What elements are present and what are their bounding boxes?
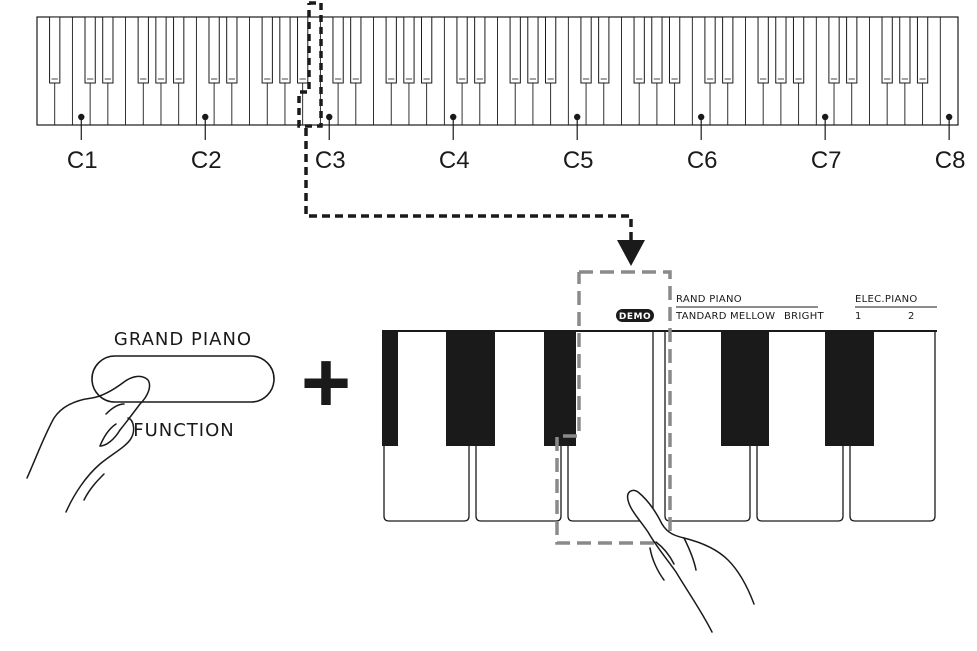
black-key[interactable]: [916, 16, 929, 84]
black-key[interactable]: [226, 16, 238, 84]
black-key[interactable]: [668, 16, 681, 84]
black-key[interactable]: [102, 16, 114, 84]
black-key[interactable]: [49, 16, 61, 84]
grand-piano-label: GRAND PIANO: [114, 329, 252, 350]
black-key[interactable]: [704, 16, 716, 84]
black-key[interactable]: [580, 16, 592, 84]
zoom-black-keys: [382, 331, 874, 446]
c3-selection-box: [297, 1, 323, 128]
zoom-black-key[interactable]: [446, 331, 495, 446]
note-label-c1: C1: [67, 147, 98, 174]
group-grand-piano-label: RAND PIANO: [676, 294, 742, 305]
note-label-c4: C4: [439, 147, 470, 174]
black-key[interactable]: [598, 16, 610, 84]
function-panel: GRAND PIANO FUNCTION +: [26, 329, 351, 513]
tone-mellow-label: MELLOW: [730, 311, 775, 322]
black-key[interactable]: [509, 16, 521, 84]
group-elec-piano-label: ELEC.PIANO: [855, 294, 918, 305]
note-label-c7: C7: [811, 147, 842, 174]
c-markers: C1 C2 C3 C4 C5 C6 C7 C8: [67, 113, 966, 174]
zoom-white-key[interactable]: [756, 446, 844, 522]
black-key[interactable]: [828, 16, 840, 84]
note-label-c3: C3: [315, 147, 346, 174]
tone-bright-label: BRIGHT: [784, 311, 825, 322]
black-key[interactable]: [261, 16, 273, 84]
zoom-white-key[interactable]: [383, 446, 470, 522]
tone-standard-label: TANDARD: [675, 311, 727, 322]
zoom-black-key[interactable]: [544, 331, 576, 446]
function-button[interactable]: [91, 355, 275, 403]
note-label-c5: C5: [563, 147, 594, 174]
demo-label: DEMO: [619, 312, 651, 322]
black-key[interactable]: [403, 16, 415, 84]
black-key[interactable]: [792, 16, 805, 84]
black-key[interactable]: [456, 16, 468, 84]
plus-sign: +: [301, 335, 351, 431]
note-label-c2: C2: [191, 147, 222, 174]
black-key[interactable]: [633, 16, 645, 84]
black-key[interactable]: [651, 16, 663, 84]
function-label: FUNCTION: [133, 420, 235, 441]
black-key[interactable]: [899, 16, 911, 84]
black-key[interactable]: [421, 16, 433, 84]
black-keys: [49, 16, 929, 84]
zoomed-keyboard: DEMO RAND PIANO TANDARD MELLOW BRIGHT EL…: [382, 270, 937, 633]
left-hand-icon: [26, 375, 151, 513]
c3-zoom-highlight: [555, 270, 672, 545]
black-key[interactable]: [279, 16, 291, 84]
black-key[interactable]: [155, 16, 167, 84]
tone-elec-2-label: 2: [908, 311, 915, 322]
tone-labels: DEMO RAND PIANO TANDARD MELLOW BRIGHT EL…: [616, 294, 937, 322]
black-key[interactable]: [208, 16, 220, 84]
black-key[interactable]: [846, 16, 858, 84]
black-key[interactable]: [881, 16, 893, 84]
zoom-black-key[interactable]: [721, 331, 769, 446]
demo-badge: [616, 309, 654, 322]
black-key[interactable]: [137, 16, 149, 84]
black-key[interactable]: [544, 16, 557, 84]
zoom-key-separators: [749, 331, 844, 446]
note-label-c6: C6: [687, 147, 718, 174]
note-label-c8: C8: [935, 147, 966, 174]
zoom-black-key[interactable]: [382, 331, 398, 446]
black-key[interactable]: [350, 16, 362, 84]
down-arrow-icon: [617, 240, 645, 266]
black-key[interactable]: [297, 16, 309, 84]
tone-elec-1-label: 1: [855, 311, 862, 322]
right-hand-icon: [626, 489, 755, 633]
black-key[interactable]: [527, 16, 539, 84]
black-key[interactable]: [722, 16, 734, 84]
black-key[interactable]: [757, 16, 769, 84]
zoom-white-key[interactable]: [475, 446, 562, 522]
zoom-white-keys: [383, 331, 936, 522]
zoom-white-key[interactable]: [664, 331, 751, 522]
black-key[interactable]: [173, 16, 185, 84]
black-key[interactable]: [332, 16, 344, 84]
zoom-black-key[interactable]: [825, 331, 874, 446]
routing-path: [304, 128, 645, 266]
black-key[interactable]: [84, 16, 96, 84]
zoom-white-key[interactable]: [849, 331, 936, 522]
black-key[interactable]: [474, 16, 486, 84]
black-key[interactable]: [775, 16, 787, 84]
full-keyboard: [36, 16, 959, 126]
black-key[interactable]: [385, 16, 397, 84]
